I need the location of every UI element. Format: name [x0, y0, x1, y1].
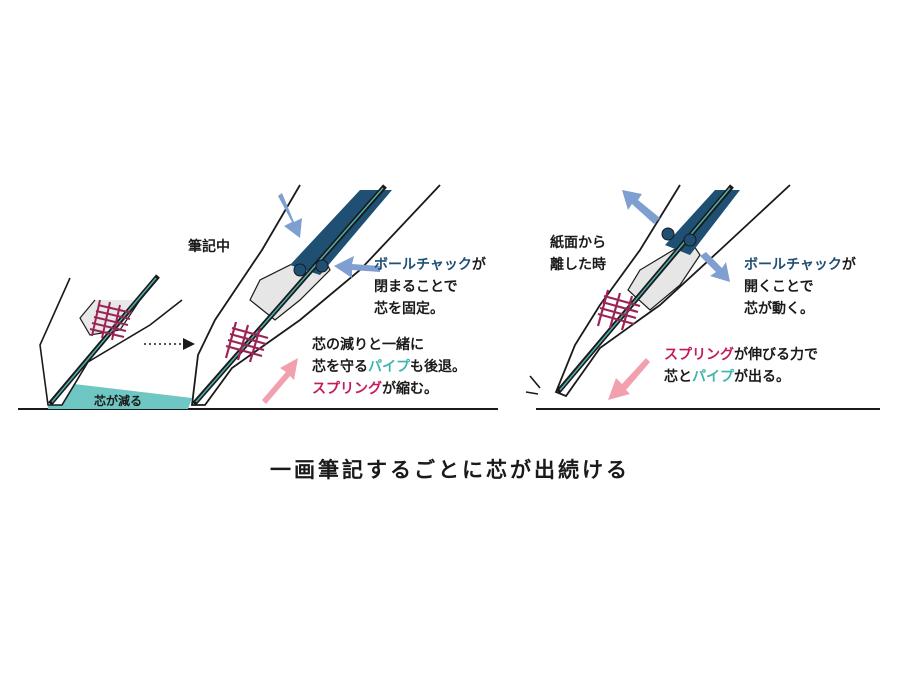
- spring-extend-note: スプリングが伸びる力で 芯とパイプが出る。: [664, 344, 818, 388]
- note-text: が: [471, 257, 486, 273]
- note-text: が: [841, 257, 856, 273]
- lead-worn-area: [48, 384, 192, 409]
- ball-chuck-open-note: ボールチャックが 開くことで 芯が動く。: [744, 254, 856, 320]
- note-text: 紙面から: [550, 235, 606, 251]
- note-text: 芯を固定。: [374, 301, 444, 317]
- note-text: も後退。: [410, 359, 466, 375]
- pipe-term: パイプ: [368, 359, 410, 375]
- diagram-caption: 一画筆記するごとに芯が出続ける: [270, 458, 630, 482]
- pipe-retract-note: 芯の減りと一緒に 芯を守るパイプも後退。 スプリングが縮む。: [312, 334, 466, 400]
- note-text: 芯と: [664, 369, 692, 385]
- spring-term: スプリング: [664, 347, 734, 363]
- note-text: 離した時: [550, 257, 606, 273]
- ball-chuck-term: ボールチャック: [374, 257, 472, 273]
- note-text: が縮む。: [382, 381, 438, 397]
- note-text: が伸びる力で: [734, 347, 818, 363]
- lift-marks: [525, 375, 541, 395]
- retract-arrow: [262, 358, 298, 404]
- lifted-label: 紙面から 離した時: [550, 232, 606, 276]
- pencil-writing: [190, 184, 441, 406]
- note-text: が出る。: [734, 369, 790, 385]
- note-text: 芯を守る: [312, 359, 368, 375]
- pipe-term: パイプ: [692, 369, 734, 385]
- note-text: 開くことで: [744, 279, 814, 295]
- note-text: 芯が動く。: [744, 301, 814, 317]
- writing-label: 筆記中: [188, 239, 230, 255]
- chuck-close-arrow-1: [278, 193, 302, 238]
- pencil-lifted: [554, 184, 791, 398]
- spring-term: スプリング: [312, 381, 382, 397]
- ball-chuck-term: ボールチャック: [744, 257, 842, 273]
- lead-decrease-label: 芯が減る: [94, 394, 143, 408]
- pencil-before: [39, 274, 183, 406]
- chuck-close-arrow-2: [334, 256, 380, 278]
- extend-arrow: [608, 358, 650, 400]
- ball-chuck-close-note: ボールチャックが 閉まることで 芯を固定。: [374, 254, 486, 320]
- note-text: 閉まることで: [374, 279, 458, 295]
- chuck-open-arrow-1: [622, 190, 660, 224]
- note-text: 芯の減りと一緒に: [312, 337, 424, 353]
- chuck-open-arrow-2: [700, 252, 730, 282]
